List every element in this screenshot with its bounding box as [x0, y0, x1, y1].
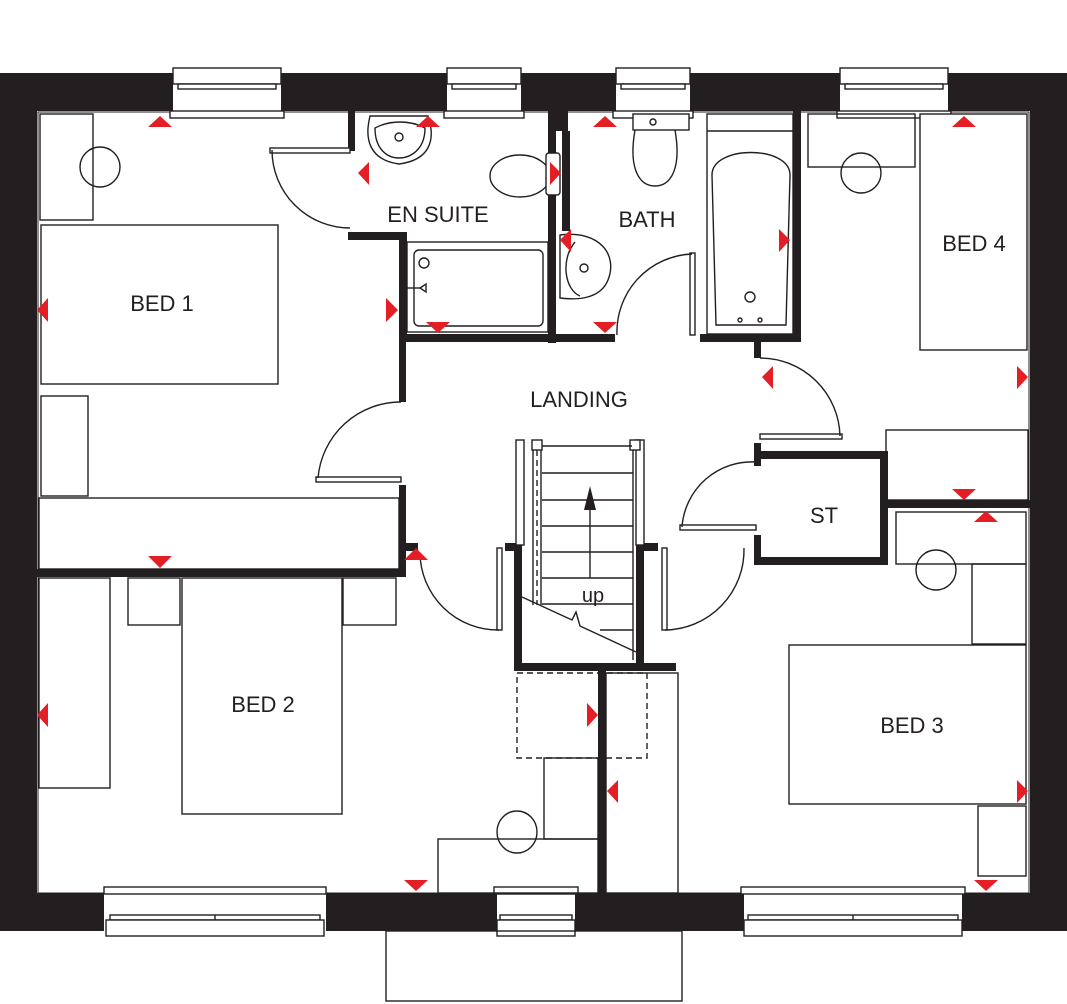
- window-icon: [103, 886, 327, 937]
- bed2-furniture: [38, 577, 679, 894]
- room-label-bath: BATH: [618, 207, 675, 232]
- dimension-marker-icon: [148, 116, 172, 127]
- dimension-marker-icon: [560, 229, 571, 252]
- dimension-marker-icon: [952, 116, 976, 127]
- basin-icon: [367, 115, 432, 165]
- dimension-markers: [37, 116, 1028, 891]
- dimension-marker-icon: [974, 511, 998, 522]
- door-swing-icon: [759, 357, 843, 440]
- shower-tray-icon: [406, 241, 549, 333]
- windows: [103, 67, 966, 1002]
- window-icon: [169, 67, 285, 119]
- dimension-marker-icon: [550, 162, 561, 185]
- dimension-marker-icon: [416, 116, 440, 127]
- wardrobe-icon: [977, 805, 1027, 877]
- dimension-marker-icon: [593, 322, 617, 333]
- wardrobe-icon: [38, 577, 111, 789]
- porch-canopy: [385, 930, 683, 1002]
- wardrobe-icon: [885, 429, 1029, 501]
- dimension-marker-icon: [593, 116, 617, 127]
- door-swing-icon: [679, 461, 757, 531]
- window-icon: [612, 67, 694, 119]
- dimension-marker-icon: [37, 298, 48, 322]
- room-label-ensuite: EN SUITE: [387, 202, 488, 227]
- bed-icon: [40, 224, 279, 385]
- door-swing-icon: [419, 547, 503, 631]
- dimension-marker-icon: [358, 162, 369, 185]
- dimension-marker-icon: [404, 880, 428, 891]
- dimension-marker-icon: [1017, 366, 1028, 389]
- door-swing-icon: [269, 147, 351, 229]
- dimension-marker-icon: [148, 556, 172, 568]
- bath-icon: [706, 113, 794, 335]
- interior-walls: [37, 111, 1030, 893]
- dimension-marker-icon: [974, 880, 998, 891]
- bed-icon: [919, 113, 1028, 351]
- dimension-marker-icon: [587, 703, 598, 727]
- wc-icon: [632, 113, 690, 187]
- room-label-bed2: BED 2: [231, 692, 295, 717]
- bed-icon: [788, 644, 1027, 805]
- dimension-marker-icon: [386, 298, 398, 322]
- arrow-up-icon: [584, 486, 596, 578]
- bed3-furniture: [788, 511, 1027, 877]
- window-icon: [740, 886, 966, 937]
- window-icon: [443, 67, 525, 119]
- bed4-furniture: [807, 113, 1029, 501]
- wc-icon: [489, 152, 561, 198]
- room-label-bed1: BED 1: [130, 291, 194, 316]
- dimension-marker-icon: [952, 489, 976, 500]
- room-label-bed4: BED 4: [942, 231, 1006, 256]
- wardrobe-icon: [40, 395, 89, 497]
- window-icon: [493, 886, 579, 937]
- dimension-marker-icon: [607, 780, 618, 803]
- bed-icon: [181, 577, 343, 815]
- dimension-marker-icon: [779, 229, 790, 252]
- doors: [269, 147, 843, 631]
- window-icon: [836, 67, 952, 119]
- door-swing-icon: [616, 252, 696, 336]
- room-label-store: ST: [810, 503, 838, 528]
- dimension-marker-icon: [1017, 780, 1028, 803]
- dimension-marker-icon: [762, 366, 773, 389]
- bed1-furniture: [38, 113, 400, 570]
- room-labels: BED 1 EN SUITE BATH BED 4 LANDING ST BED…: [130, 202, 1006, 738]
- dimension-marker-icon: [404, 548, 428, 560]
- dimension-marker-icon: [37, 703, 48, 727]
- door-swing-icon: [315, 401, 402, 483]
- basin-icon: [559, 233, 612, 300]
- bath-fixtures: [559, 113, 794, 335]
- room-label-landing: LANDING: [530, 387, 628, 412]
- door-swing-icon: [661, 547, 745, 631]
- stairs-direction-label: up: [582, 585, 604, 607]
- staircase: up: [515, 439, 645, 660]
- room-label-bed3: BED 3: [880, 713, 944, 738]
- dimension-marker-icon: [426, 322, 450, 333]
